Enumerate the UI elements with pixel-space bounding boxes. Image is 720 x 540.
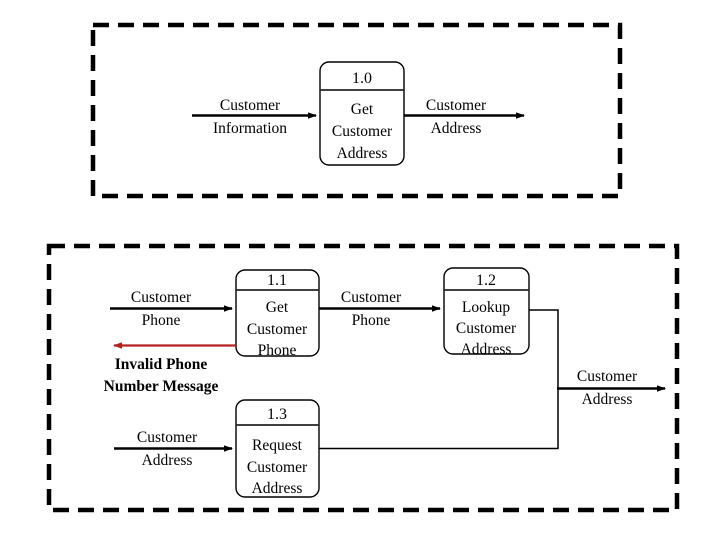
flow-invalid-phone-number-message[interactable]: Invalid Phone Number Message bbox=[104, 342, 236, 396]
process-1.2-number: 1.2 bbox=[476, 272, 496, 289]
flow-customer-information[interactable]: Customer Information bbox=[192, 97, 317, 137]
flow-customer-phone-in-label-line-2: Phone bbox=[142, 312, 181, 329]
flow-customer-phone-to-lookup-label-line-2: Phone bbox=[352, 312, 391, 329]
process-1.2-label-line-3: Address bbox=[461, 341, 512, 358]
process-1.0-label-line-1: Get bbox=[351, 101, 374, 118]
flow-customer-phone-in-label-line-1: Customer bbox=[131, 289, 192, 306]
process-1.3-label-line-1: Request bbox=[252, 437, 303, 454]
flow-invalid-phone-number-message-label-line-1: Invalid Phone bbox=[115, 356, 208, 373]
process-1.0-number: 1.0 bbox=[352, 70, 372, 87]
process-1.3[interactable]: 1.3 Request Customer Address bbox=[235, 399, 320, 498]
flow-customer-information-label-line-1: Customer bbox=[220, 97, 281, 114]
flow-customer-address-out-bottom-label-line-1: Customer bbox=[577, 368, 638, 385]
process-1.0[interactable]: 1.0 Get Customer Address bbox=[319, 61, 405, 166]
flow-customer-phone-to-lookup-label-line-1: Customer bbox=[341, 289, 402, 306]
flow-customer-address-in-request[interactable]: Customer Address bbox=[114, 429, 233, 469]
process-1.1-label-line-1: Get bbox=[266, 299, 289, 316]
flow-customer-phone-to-lookup[interactable]: Customer Phone bbox=[319, 289, 441, 329]
flow-invalid-phone-number-message-label-line-2: Number Message bbox=[104, 378, 219, 395]
flow-customer-address-top-label-line-2: Address bbox=[431, 120, 482, 137]
process-1.2-label-line-1: Lookup bbox=[462, 299, 510, 316]
process-1.2[interactable]: 1.2 Lookup Customer Address bbox=[443, 267, 530, 358]
process-1.3-label-line-3: Address bbox=[252, 480, 303, 497]
flow-customer-address-in-request-label-line-1: Customer bbox=[137, 429, 198, 446]
process-1.3-number: 1.3 bbox=[267, 406, 287, 423]
flow-customer-phone-in[interactable]: Customer Phone bbox=[110, 289, 233, 329]
process-1.1-label-line-2: Customer bbox=[247, 321, 308, 338]
decomposition-boundary-bottom bbox=[46, 243, 680, 513]
process-1.3-label-line-2: Customer bbox=[247, 459, 308, 476]
flow-customer-information-label-line-2: Information bbox=[213, 120, 287, 137]
context-boundary-top bbox=[90, 22, 623, 199]
process-1.1-shape bbox=[235, 269, 320, 357]
flow-request-output-elbow bbox=[319, 388, 559, 450]
process-1.0-label-line-3: Address bbox=[337, 145, 388, 162]
process-1.1-label-line-3: Phone bbox=[258, 342, 297, 359]
flow-customer-address-out-bottom-label-line-2: Address bbox=[582, 391, 633, 408]
process-1.1[interactable]: 1.1 Get Customer Phone bbox=[235, 269, 320, 359]
flow-customer-address-top[interactable]: Customer Address bbox=[404, 97, 525, 137]
process-1.0-label-line-2: Customer bbox=[332, 123, 393, 140]
process-1.2-label-line-2: Customer bbox=[456, 320, 517, 337]
process-1.0-shape bbox=[319, 61, 405, 166]
flow-lookup-output-elbow bbox=[529, 309, 559, 389]
process-1.1-number: 1.1 bbox=[267, 272, 287, 289]
flow-customer-address-out-bottom[interactable]: Customer Address bbox=[557, 368, 666, 408]
flow-customer-address-top-label-line-1: Customer bbox=[426, 97, 487, 114]
flow-customer-address-in-request-label-line-2: Address bbox=[142, 452, 193, 469]
